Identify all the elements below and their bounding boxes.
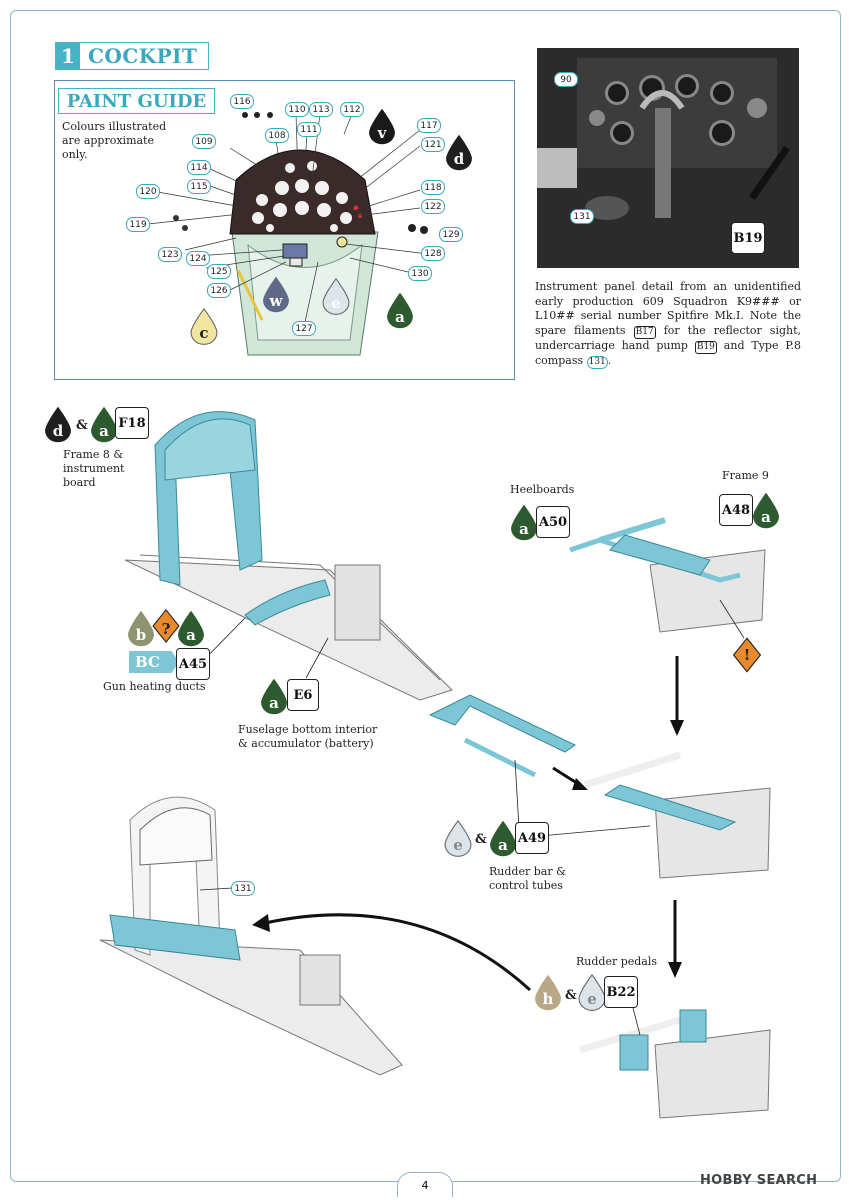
callout-113: 113	[309, 102, 333, 117]
section-number: 1	[56, 43, 80, 69]
paint-drop-c: c	[190, 306, 218, 346]
part-box-A49: A49	[515, 822, 549, 854]
paint-drop-e: e	[578, 972, 606, 1012]
paint-drop-d: d	[445, 132, 473, 172]
paint-drop-h: h	[534, 972, 562, 1012]
paint-guide-note: Colours illustrated are approximate only…	[62, 120, 167, 161]
section-title-text: COCKPIT	[88, 44, 198, 68]
paint-drop-a: a	[489, 818, 517, 858]
callout-117: 117	[417, 118, 441, 133]
callout-118: 118	[421, 180, 445, 195]
callout-114: 114	[187, 160, 211, 175]
watermark: HOBBY SEARCH	[700, 1173, 818, 1188]
label-rudder-pedals: Rudder pedals	[576, 955, 658, 968]
callout-119: 119	[126, 217, 150, 232]
paint-drop-d: d	[44, 404, 72, 444]
callout-111: 111	[297, 122, 321, 137]
part-box-F18: F18	[115, 407, 149, 439]
label-fuselage-bottom: Fuselage bottom interior & accumulator (…	[238, 723, 378, 750]
photo-part-B19: B19	[731, 222, 765, 254]
part-box-B22: B22	[604, 976, 638, 1008]
ampersand: &	[76, 418, 88, 433]
paint-drop-e: e	[444, 818, 472, 858]
part-box-A48: A48	[719, 494, 753, 526]
callout-131: 131	[231, 881, 255, 896]
part-ref-B19: B19	[694, 340, 717, 354]
callout-116: 116	[230, 94, 254, 109]
ampersand: &	[565, 988, 577, 1003]
paint-drop-a: a	[752, 490, 780, 530]
callout-126: 126	[207, 283, 231, 298]
photo-caption: Instrument panel detail from an unidenti…	[535, 280, 802, 369]
callout-115: 115	[187, 179, 211, 194]
callout-112: 112	[340, 102, 364, 117]
callout-124: 124	[186, 251, 210, 266]
paint-drop-a: a	[177, 608, 205, 648]
paint-drop-a: a	[510, 502, 538, 542]
photo-callout-131: 131	[570, 209, 594, 224]
label-frame9: Frame 9	[722, 469, 769, 482]
label-frame8: Frame 8 & instrument board	[63, 448, 125, 489]
paint-guide-box	[54, 80, 515, 380]
paint-guide-title: PAINT GUIDE	[58, 88, 215, 114]
callout-109: 109	[192, 134, 216, 149]
paint-drop-a: a	[90, 404, 118, 444]
callout-130: 130	[408, 266, 432, 281]
callout-125: 125	[207, 264, 231, 279]
warning-diamond-icon: !	[730, 636, 764, 674]
callout-128: 128	[421, 246, 445, 261]
bc-tag: BC	[129, 651, 179, 673]
label-gun-heating: Gun heating ducts	[103, 680, 206, 693]
paint-drop-v: v	[368, 106, 396, 146]
callout-110: 110	[285, 102, 309, 117]
callout-108: 108	[265, 128, 289, 143]
label-rudder-bar: Rudder bar & control tubes	[489, 865, 566, 892]
paint-drop-b: b	[127, 608, 155, 648]
part-box-A45: A45	[176, 648, 210, 680]
callout-123: 123	[158, 247, 182, 262]
part-box-A50: A50	[536, 506, 570, 538]
paint-drop-w: w	[262, 274, 290, 314]
part-box-E6: E6	[287, 679, 319, 711]
callout-129: 129	[439, 227, 463, 242]
paint-drop-a: a	[386, 290, 414, 330]
warning-diamond-icon: ?	[152, 606, 180, 646]
callout-120: 120	[136, 184, 160, 199]
ampersand: &	[475, 832, 487, 847]
part-ref-131: 131	[586, 355, 608, 369]
paint-drop-a: a	[260, 676, 288, 716]
page-number: 4	[397, 1172, 453, 1197]
paint-drop-e: e	[322, 276, 350, 316]
callout-121: 121	[421, 137, 445, 152]
callout-122: 122	[421, 199, 445, 214]
section-title: 1 COCKPIT	[55, 42, 209, 70]
label-heelboards: Heelboards	[510, 483, 575, 496]
photo-callout-90: 90	[554, 72, 578, 87]
callout-127: 127	[292, 321, 316, 336]
